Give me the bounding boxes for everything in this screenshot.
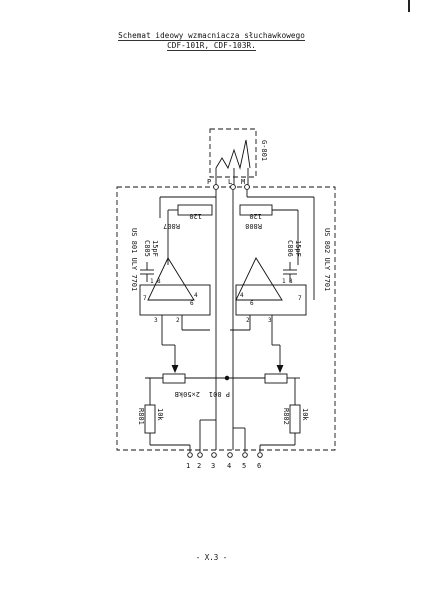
amp-right-pin-8: 8 (289, 278, 293, 285)
amp-left-pin-4: 4 (194, 292, 198, 299)
c806-value: 15pF (294, 240, 302, 257)
r807-label: R807 (163, 222, 180, 230)
jack-box (209, 128, 257, 178)
diagram-subtitle: CDF-101R, CDF-103R. (167, 41, 256, 51)
pot-name: P 801 (209, 390, 230, 398)
opamp-right (235, 257, 283, 301)
amp-left-pin-8: 8 (157, 278, 161, 285)
amp-right-pin-6: 6 (250, 300, 254, 307)
amp-right-id: US 802 ULY 7701 (323, 228, 331, 291)
amp-left-pin-7: 7 (143, 295, 147, 302)
c805-label: C805 (143, 240, 151, 257)
page-number: - X.3 - (195, 553, 228, 562)
amp-right-pin-1: 1 (282, 278, 286, 285)
amp-right-pin-2: 2 (246, 317, 250, 324)
pot-value: 2×50kB (175, 390, 200, 398)
page-corner-mark (408, 0, 410, 12)
module-box (116, 186, 336, 451)
connector-pin-5: 5 (242, 462, 246, 470)
r802-label: R802 (282, 408, 290, 425)
r808-value: 120 (249, 212, 262, 220)
r801-label: R801 (137, 408, 145, 425)
connector-pin-3: 3 (211, 462, 215, 470)
r802-value: 10k (301, 408, 309, 421)
jack-pin-p: P (207, 178, 211, 186)
pot-right-body (264, 373, 288, 384)
amp-left-pin-3: 3 (154, 317, 158, 324)
connector-pin-2: 2 (197, 462, 201, 470)
r807-value: 120 (189, 212, 202, 220)
diagram-title: Schemat ideowy wzmacniacza słuchawkowego (118, 31, 305, 41)
amp-left-pin-2: 2 (176, 317, 180, 324)
connector-pin-4: 4 (227, 462, 231, 470)
amp-right-pin-4: 4 (240, 292, 244, 299)
r801-body (144, 404, 156, 434)
amp-right-pin-7: 7 (298, 295, 302, 302)
jack-pin-m: M (241, 178, 245, 186)
c805-value: 15pF (151, 240, 159, 257)
jack-pin-l: L (228, 178, 232, 186)
pot-left-body (162, 373, 186, 384)
jack-contact-zigzag (215, 139, 251, 170)
amp-left-pin-6: 6 (190, 300, 194, 307)
amp-left-pin-1: 1 (150, 278, 154, 285)
r801-value: 10k (156, 408, 164, 421)
r802-body (289, 404, 301, 434)
c806-label: C806 (286, 240, 294, 257)
r808-label: R808 (245, 222, 262, 230)
jack-label: G-801 (260, 140, 268, 161)
opamp-left (147, 257, 195, 301)
amp-left-id: US 801 ULY 7701 (130, 228, 138, 291)
connector-pin-6: 6 (257, 462, 261, 470)
connector-pin-1: 1 (186, 462, 190, 470)
amp-right-pin-3: 3 (268, 317, 272, 324)
